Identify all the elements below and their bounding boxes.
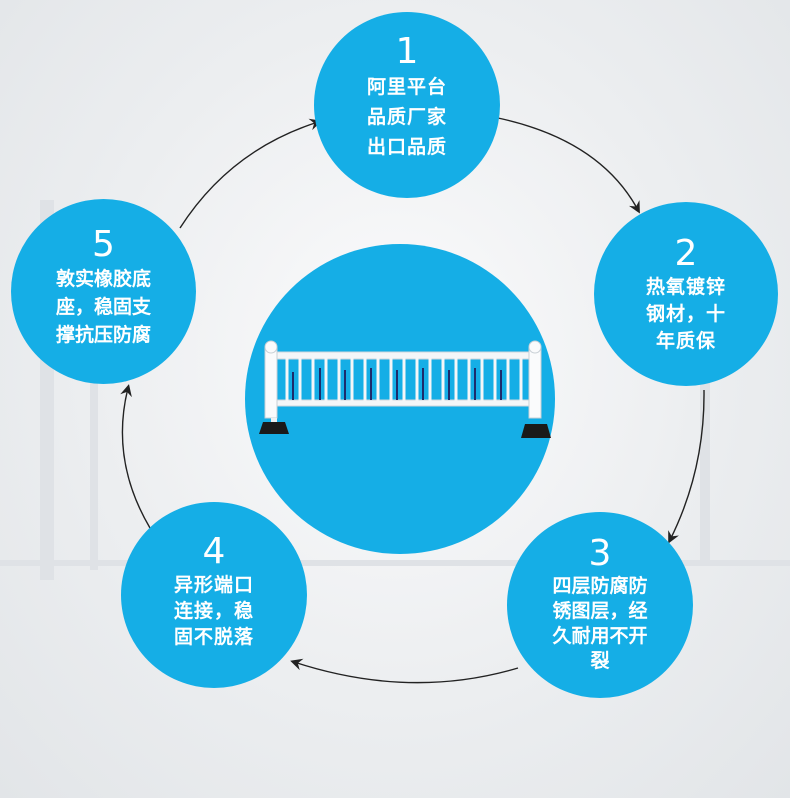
arrow-3-to-4 [290,658,519,684]
feature-text-line: 品质厂家 [366,106,447,128]
feature-circle-3: 3 四层防腐防 锈图层，经 久耐用不开 裂 [507,512,693,698]
feature-text-line: 四层防腐防 [552,575,648,597]
feature-text-line: 敦实橡胶底 [55,268,151,290]
feature-number: 2 [674,233,698,274]
fence-image [259,340,551,438]
feature-text-line: 座，稳固支 [55,296,151,318]
feature-number: 4 [202,531,226,572]
arrow-2-to-3 [668,389,705,544]
feature-circle-5: 5 敦实橡胶底 座，稳固支 撑抗压防腐 [11,199,196,384]
bg-floor-line [0,560,790,566]
feature-text-line: 撑抗压防腐 [55,324,151,346]
bg-pillar [700,230,710,560]
feature-number: 5 [92,224,115,265]
arrow-1-to-2 [497,117,640,214]
center-product-circle [245,244,555,554]
feature-text-line: 久耐用不开 [552,625,648,647]
feature-circle-4: 4 异形端口 连接，稳 固不脱落 [121,502,307,688]
feature-number: 1 [395,31,419,72]
bg-pillar [90,210,98,570]
feature-circle-2: 2 热氧镀锌 钢材，十 年质保 [594,202,778,386]
feature-text-line: 年质保 [655,330,716,352]
feature-text-line: 固不脱落 [173,626,254,648]
feature-number: 3 [588,533,612,574]
feature-circle-1: 1 阿里平台 品质厂家 出口品质 [314,12,500,198]
feature-text-line: 出口品质 [366,136,447,158]
feature-text-line: 连接，稳 [173,600,254,622]
feature-text-line: 钢材，十 [645,303,726,325]
feature-text-line: 异形端口 [173,574,254,596]
feature-text-line: 锈图层，经 [552,600,648,622]
feature-text-line: 裂 [590,650,610,672]
arrow-4-to-5 [120,384,151,529]
arrow-5-to-1 [179,118,322,229]
feature-text-line: 阿里平台 [366,76,447,98]
feature-text-line: 热氧镀锌 [645,276,726,298]
